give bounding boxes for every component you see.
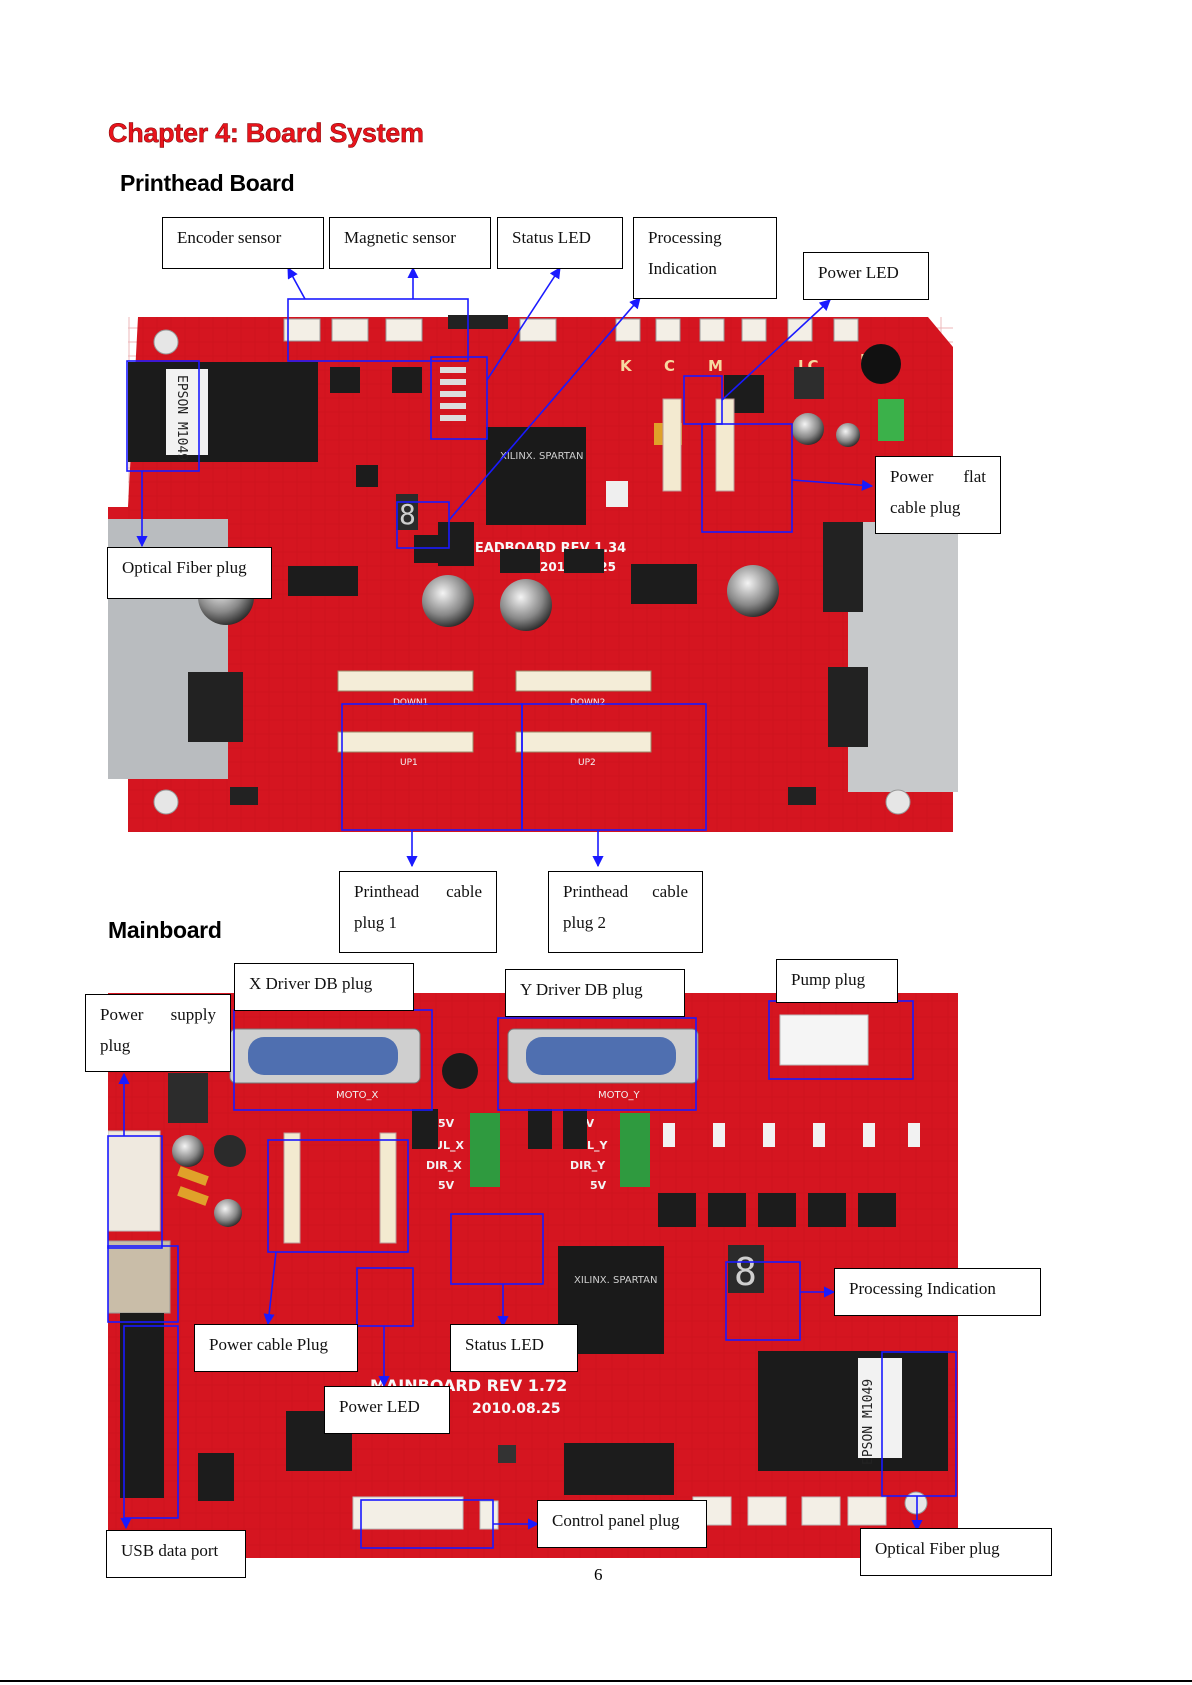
callout-power-led-2: Power LED — [324, 1386, 450, 1434]
page-number: 6 — [594, 1565, 603, 1584]
callout-pump-plug: Pump plug — [776, 959, 898, 1003]
callout-control-panel-plug: Control panel plug — [537, 1500, 707, 1548]
callout-power-led-1: Power LED — [803, 252, 929, 300]
pin-y-5v-bottom: 5V — [590, 1179, 607, 1192]
callout-magnetic-sensor: Magnetic sensor — [329, 217, 491, 269]
epson-module-label-2: EPSON M1049 — [861, 1379, 876, 1465]
chapter-title: Chapter 4: Board System — [108, 118, 425, 149]
callout-optical-fiber-plug-1: Optical Fiber plug — [107, 547, 272, 599]
callout-y-driver-db-plug: Y Driver DB plug — [505, 969, 685, 1017]
epson-module-label-1: EPSON M1049 — [174, 375, 189, 461]
callout-usb-data-port: USB data port — [106, 1530, 246, 1578]
moto-x-label: MOTO_X — [336, 1090, 378, 1101]
section-title-mainboard: Mainboard — [108, 917, 222, 943]
callout-optical-fiber-plug-2: Optical Fiber plug — [860, 1528, 1052, 1576]
callout-processing-indication-2: Processing Indication — [834, 1268, 1041, 1316]
seven-segment-digit-2: 8 — [734, 1250, 757, 1294]
mainboard-photo: MOTO_X MOTO_Y 5V PUL_X DIR_X 5V 5V PUL_Y… — [108, 993, 958, 1558]
pin-dir-x: DIR_X — [426, 1159, 462, 1172]
moto-y-label: MOTO_Y — [598, 1090, 640, 1101]
callout-encoder-sensor: Encoder sensor — [162, 217, 324, 269]
pin-dir-y: DIR_Y — [570, 1159, 606, 1172]
callout-status-led-2: Status LED — [450, 1324, 578, 1372]
connector-label-up1: UP1 — [400, 758, 418, 768]
connector-label-down1: DOWN1 — [393, 698, 428, 708]
page-bottom-rule — [0, 1680, 1192, 1682]
connector-label-down2: DOWN2 — [570, 698, 605, 708]
callout-x-driver-db-plug: X Driver DB plug — [234, 963, 414, 1011]
mainboard-illustration: MOTO_X MOTO_Y 5V PUL_X DIR_X 5V 5V PUL_Y… — [108, 993, 958, 1558]
seven-segment-digit-1: 8 — [399, 498, 416, 531]
pin-x-5v-top: 5V — [438, 1117, 455, 1130]
channel-letter-k: K — [620, 357, 633, 375]
callout-status-led-1: Status LED — [497, 217, 623, 269]
section-title-printhead-board: Printhead Board — [120, 170, 295, 196]
callout-power-cable-plug: Power cable Plug — [194, 1324, 358, 1372]
fpga-label-2: XILINX. SPARTAN — [574, 1275, 657, 1286]
mainboard-date-text: 2010.08.25 — [472, 1401, 561, 1417]
connector-label-up2: UP2 — [578, 758, 596, 768]
channel-letter-c: C — [664, 357, 675, 375]
channel-letter-m: M — [708, 357, 723, 375]
pin-x-5v-bottom: 5V — [438, 1179, 455, 1192]
fpga-label-1: XILINX. SPARTAN — [500, 451, 583, 462]
